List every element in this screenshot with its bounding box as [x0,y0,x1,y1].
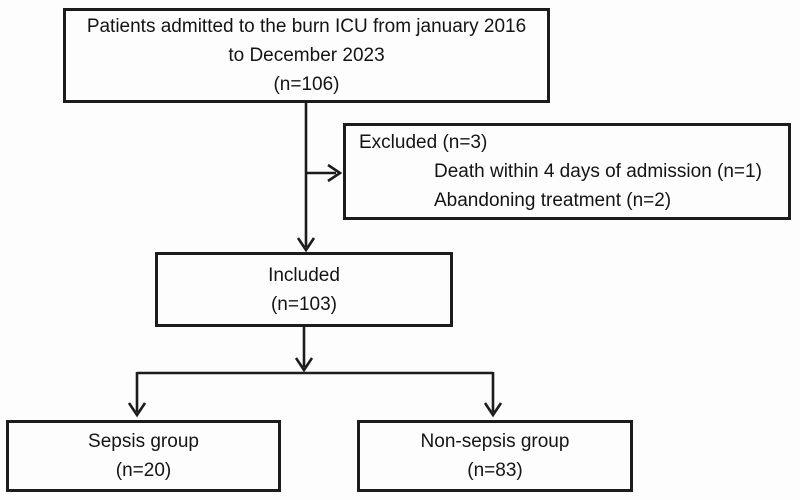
sepsis-count: (n=20) [115,460,172,481]
admitted-line-2: to December 2023 [228,45,385,66]
admitted-count: (n=106) [273,74,340,95]
sepsis-label: Sepsis group [88,431,199,452]
box-included: Included (n=103) [155,252,453,327]
box-non-sepsis-group: Non-sepsis group (n=83) [357,420,633,492]
arrow-split-to-nonsepsis-head [483,402,503,418]
box-admitted-patients: Patients admitted to the burn ICU from j… [63,8,550,103]
non-sepsis-count: (n=83) [467,460,523,481]
included-count: (n=103) [270,293,338,315]
arrow-split-to-sepsis-head [127,402,147,418]
excluded-reason-abandoning: Abandoning treatment (n=2) [434,190,672,211]
arrow-included-to-split-head [294,357,314,373]
excluded-reason-death: Death within 4 days of admission (n=1) [434,161,762,182]
admitted-line-1: Patients admitted to the burn ICU from j… [86,16,527,37]
arrow-branch-to-excluded-head [327,163,343,183]
excluded-heading: Excluded (n=3) [359,132,488,153]
arrow-admitted-to-included-head [296,237,316,253]
non-sepsis-label: Non-sepsis group [420,431,570,452]
box-sepsis-group: Sepsis group (n=20) [6,420,281,492]
included-label: Included [268,264,340,286]
box-excluded: Excluded (n=3) Death within 4 days of ad… [343,123,791,220]
